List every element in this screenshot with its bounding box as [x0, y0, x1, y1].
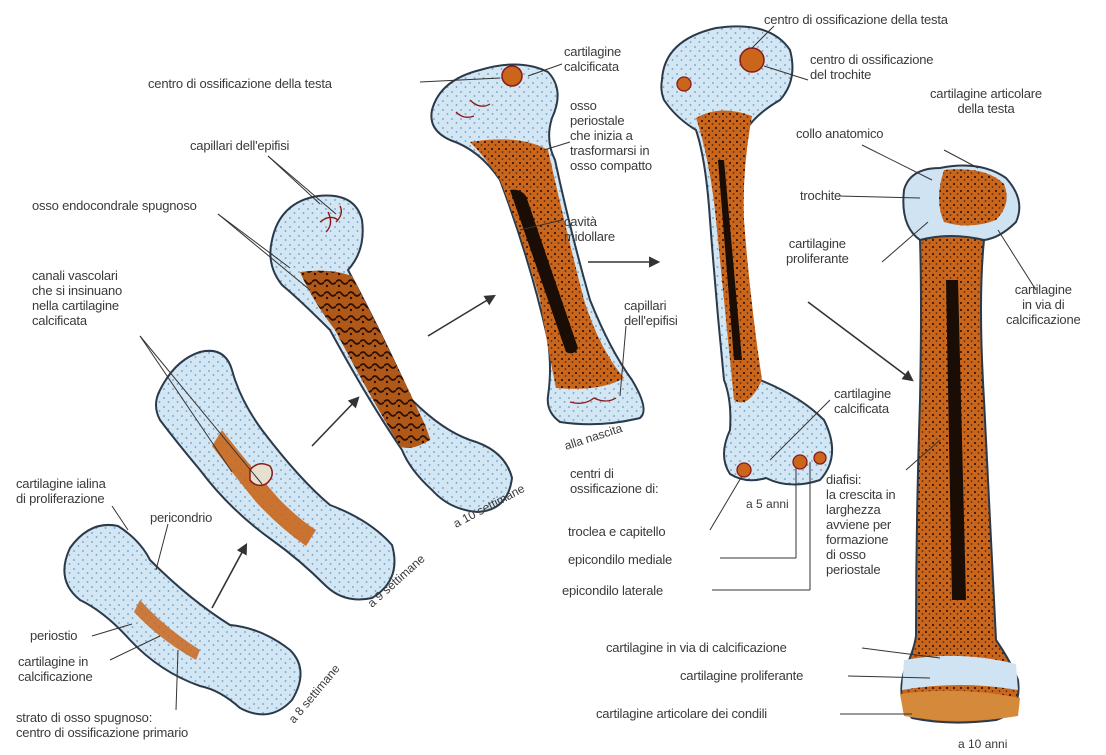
label-cartilagine-ialina: cartilagine ialina di proliferazione	[16, 476, 106, 506]
label-periostio: periostio	[30, 628, 77, 643]
label-epicondilo-mediale: epicondilo mediale	[568, 552, 672, 567]
label-cartilagine-proliferante-2: cartilagine proliferante	[680, 668, 803, 683]
label-capillari-epifisi-2: capillari dell'epifisi	[624, 298, 678, 328]
label-cartilagine-articolare-testa: cartilagine articolare della testa	[930, 86, 1042, 116]
label-cavita-midollare: cavità midollare	[564, 214, 615, 244]
stage-label-birth: alla nascita	[563, 421, 625, 453]
bone-8-weeks	[64, 525, 300, 714]
label-cartilagine-calcificata-2: cartilagine calcificata	[834, 386, 891, 416]
bone-10-weeks-spongy	[270, 196, 512, 513]
label-cartilagine-proliferante-1: cartilagine proliferante	[786, 236, 849, 266]
label-centri-ossificazione: centri di ossificazione di:	[570, 466, 658, 496]
label-epicondilo-laterale: epicondilo laterale	[562, 583, 663, 598]
label-capillari-epifisi-1: capillari dell'epifisi	[190, 138, 289, 153]
bone-9-weeks	[156, 351, 395, 600]
label-collo-anatomico: collo anatomico	[796, 126, 883, 141]
bone-10-years	[900, 166, 1020, 723]
label-cartilagine-articolare-condili: cartilagine articolare dei condili	[596, 706, 767, 721]
label-pericondrio: pericondrio	[150, 510, 212, 525]
label-cartilagine-in-calcificazione: cartilagine in calcificazione	[18, 654, 93, 684]
label-centro-ossificazione-testa-2: centro di ossificazione della testa	[764, 12, 948, 27]
bone-8-weeks-shape	[64, 525, 300, 714]
bone-9-weeks-shape	[156, 351, 395, 600]
stage-label-10-years: a 10 anni	[958, 737, 1007, 751]
label-cartilagine-calcificata-1: cartilagine calcificata	[564, 44, 621, 74]
label-cartilagine-via-calcificazione-2: cartilagine in via di calcificazione	[606, 640, 787, 655]
label-trochite: trochite	[800, 188, 841, 203]
label-cartilagine-via-calcificazione-1: cartilagine in via di calcificazione	[1006, 282, 1081, 327]
bone-spongy-shaft	[300, 271, 430, 448]
label-diafisi: diafisi: la crescita in larghezza avvien…	[826, 472, 895, 577]
label-strato-osso-spugnoso: strato di osso spugnoso: centro di ossif…	[16, 710, 188, 740]
label-centro-ossificazione-testa-1: centro di ossificazione della testa	[148, 76, 332, 91]
label-osso-periostale: osso periostale che inizia a trasformars…	[570, 98, 652, 173]
label-centro-trochite: centro di ossificazione del trochite	[810, 52, 933, 82]
stage-label-5-years: a 5 anni	[746, 497, 789, 511]
label-troclea-capitello: troclea e capitello	[568, 524, 665, 539]
label-osso-endocondrale: osso endocondrale spugnoso	[32, 198, 197, 213]
label-canali-vascolari: canali vascolari che si insinuano nella …	[32, 268, 122, 328]
bone-spongy-shape	[270, 196, 512, 513]
